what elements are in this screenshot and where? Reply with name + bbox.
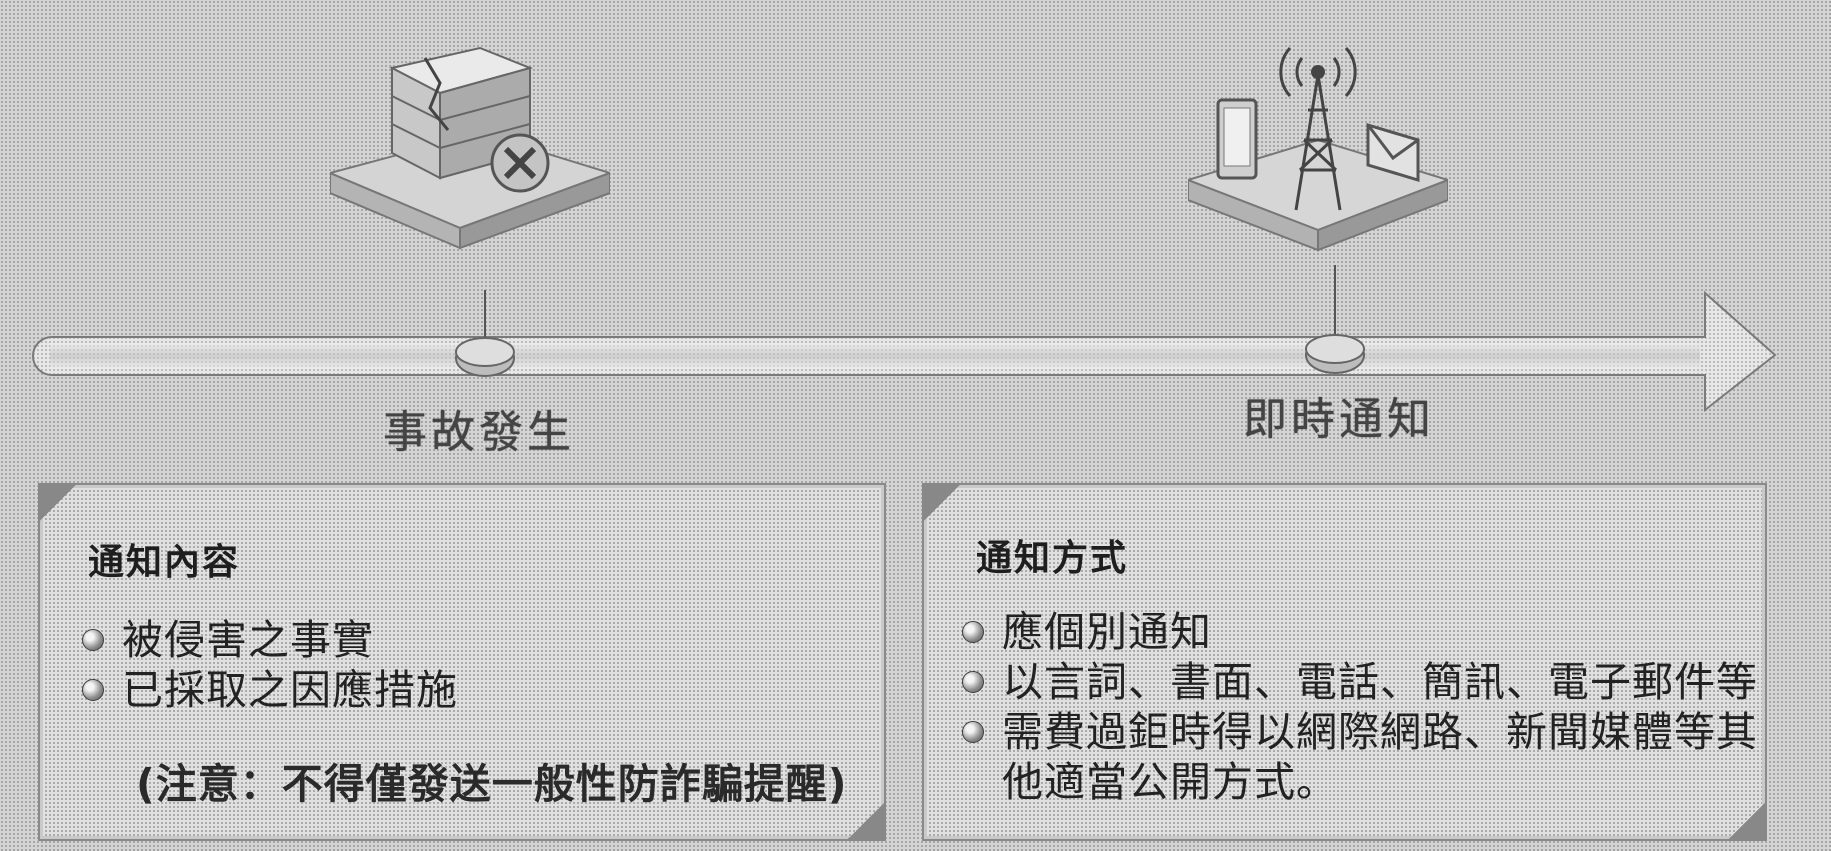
broadcast-tower-icon xyxy=(1188,47,1448,252)
panel-title: 通知內容 xyxy=(88,542,241,583)
list-item: 應個別通知 xyxy=(958,607,1758,657)
list-item: 以言詞、書面、電話、簡訊、電子郵件等 xyxy=(958,657,1758,707)
list-item: 已採取之因應措施 xyxy=(78,665,458,715)
bullet-icon xyxy=(962,671,984,693)
method-list: 應個別通知 以言詞、書面、電話、簡訊、電子郵件等 需費過鉅時得以網際網路、新聞媒… xyxy=(958,607,1758,807)
bullet-icon xyxy=(962,721,984,743)
notify-marker xyxy=(1305,265,1365,374)
timeline-label-notify: 即時通知 xyxy=(1243,394,1435,445)
list-item-continuation: 他適當公開方式。 xyxy=(958,757,1758,807)
server-damage-icon xyxy=(330,46,610,250)
notification-method-panel: 通知方式 應個別通知 以言詞、書面、電話、簡訊、電子郵件等 需費過鉅時得以網際網… xyxy=(922,483,1767,841)
list-item-text: 被侵害之事實 xyxy=(122,616,374,664)
panel-corner xyxy=(846,801,886,841)
list-item: 被侵害之事實 xyxy=(78,615,458,665)
content-list: 被侵害之事實 已採取之因應措施 xyxy=(78,615,458,715)
list-item-text: 已採取之因應措施 xyxy=(122,666,458,714)
notification-content-panel: 通知內容 被侵害之事實 已採取之因應措施 (注意：不得僅發送一般性防詐騙提醒) xyxy=(38,483,886,841)
panel-corner xyxy=(38,483,78,523)
list-item-text: 以言詞、書面、電話、簡訊、電子郵件等 xyxy=(1002,658,1758,706)
list-item-text: 需費過鉅時得以網際網路、新聞媒體等其 xyxy=(1002,708,1758,756)
list-item: 需費過鉅時得以網際網路、新聞媒體等其 xyxy=(958,707,1758,757)
bullet-icon xyxy=(82,679,104,701)
list-item-text: 他適當公開方式。 xyxy=(1002,758,1338,806)
panel-corner xyxy=(1727,801,1767,841)
panel-note: (注意：不得僅發送一般性防詐騙提醒) xyxy=(136,760,848,808)
timeline-label-incident: 事故發生 xyxy=(383,407,575,458)
panel-title: 通知方式 xyxy=(976,538,1129,579)
bullet-icon xyxy=(82,629,104,651)
list-item-text: 應個別通知 xyxy=(1002,608,1212,656)
panel-corner xyxy=(922,483,962,523)
bullet-icon xyxy=(962,621,984,643)
incident-marker xyxy=(455,290,515,377)
